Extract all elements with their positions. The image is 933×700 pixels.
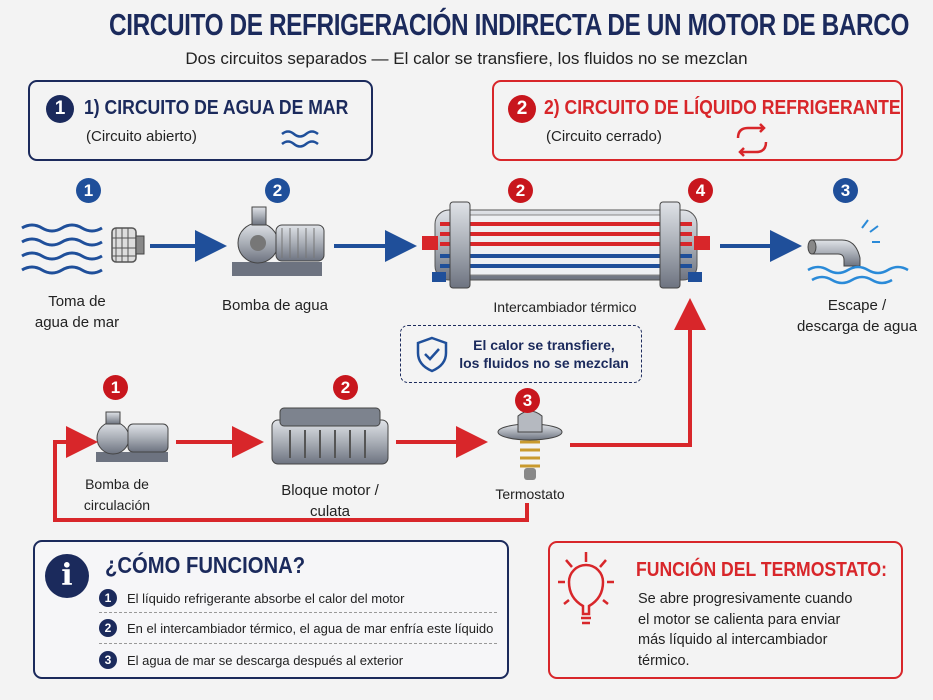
thermostat-function-text: Se abre progresivamente cuando el motor …	[638, 589, 852, 671]
info-icon: i	[45, 554, 89, 598]
text-line: Se abre progresivamente cuando	[638, 591, 853, 607]
note-line: El calor se transfiere,	[473, 337, 615, 353]
text-line: más líquido al intercambiador	[638, 632, 828, 648]
label-water-pump: Bomba de agua	[222, 297, 328, 314]
step-badge: 3	[833, 178, 858, 203]
step-item: 2 En el intercambiador térmico, el agua …	[99, 613, 497, 644]
step-badge: 2	[508, 178, 533, 203]
label-circulation-pump: Bomba de circulación	[57, 474, 177, 516]
label-exhaust: Escape / descarga de agua	[787, 295, 927, 337]
text-line: térmico.	[638, 652, 690, 669]
page-subtitle: Dos circuitos separados — El calor se tr…	[185, 49, 748, 68]
waves-icon	[281, 130, 319, 148]
step-number: 3	[99, 651, 117, 669]
step-number: 2	[99, 619, 117, 637]
coolant-return-line	[53, 426, 529, 522]
step-badge: 2	[265, 178, 290, 203]
step-badge: 2	[333, 375, 358, 400]
label-sea-water-intake: Toma de agua de mar	[17, 291, 137, 333]
exhaust-outlet-icon	[807, 219, 909, 285]
circulation-pump-icon	[96, 411, 169, 462]
label-line: Toma de	[48, 293, 106, 310]
step-text: En el intercambiador térmico, el agua de…	[127, 620, 494, 636]
cycle-arrows-icon	[736, 123, 768, 157]
circuit-badge: 1	[46, 95, 74, 123]
no-mixing-note: El calor se transfiere, los fluidos no s…	[400, 325, 642, 383]
step-item: 3 El agua de mar se descarga después al …	[99, 644, 497, 676]
label-line: descarga de agua	[796, 318, 918, 335]
circuit-subtitle: (Circuito abierto)	[86, 128, 197, 145]
label-line: agua de mar	[34, 314, 120, 331]
note-line: los fluidos no se mezclan	[459, 355, 629, 371]
circuit-badge: 2	[508, 95, 536, 123]
step-badge: 3	[515, 388, 540, 413]
flow-arrow-thermostat-to-exchanger	[570, 298, 706, 447]
thermostat-function-panel: FUNCIÓN DEL TERMOSTATO: Se abre progresi…	[548, 541, 903, 679]
coolant-circuit-box: 2 2) CIRCUITO DE LÍQUIDO REFRIGERANTE (C…	[492, 80, 903, 161]
step-number: 1	[99, 589, 117, 607]
water-pump-icon	[232, 206, 325, 276]
lightbulb-icon	[558, 552, 614, 625]
label-line: Bloque motor /	[281, 482, 379, 499]
circuit-title: 1) CIRCUITO DE AGUA DE MAR	[84, 97, 349, 119]
label-line: circulación	[83, 497, 151, 513]
page-title-container: CIRCUITO DE REFRIGERACIÓN INDIRECTA DE U…	[0, 6, 933, 46]
how-it-works-panel: i ¿CÓMO FUNCIONA? 1 El líquido refrigera…	[33, 540, 509, 679]
step-badge: 1	[103, 375, 128, 400]
label-heat-exchanger: Intercambiador térmico	[493, 299, 637, 315]
how-it-works-title: ¿CÓMO FUNCIONA?	[105, 552, 306, 578]
label-thermostat: Termostato	[495, 486, 565, 502]
step-text: El líquido refrigerante absorbe el calor…	[127, 590, 405, 606]
steps-list: 1 El líquido refrigerante absorbe el cal…	[99, 584, 497, 676]
sea-water-circuit-box: 1 1) CIRCUITO DE AGUA DE MAR (Circuito a…	[28, 80, 373, 161]
label-engine-block: Bloque motor / culata	[255, 480, 405, 522]
circuit-subtitle: (Circuito cerrado)	[546, 128, 662, 145]
page-title: CIRCUITO DE REFRIGERACIÓN INDIRECTA DE U…	[109, 7, 909, 42]
text-line: el motor se calienta para enviar	[638, 611, 841, 628]
step-badge: 4	[688, 178, 713, 203]
step-badge: 1	[76, 178, 101, 203]
thermostat-function-title: FUNCIÓN DEL TERMOSTATO:	[636, 559, 887, 581]
water-intake-icon	[21, 223, 145, 275]
step-item: 1 El líquido refrigerante absorbe el cal…	[99, 584, 497, 613]
label-line: Bomba de	[85, 476, 149, 492]
engine-block-icon	[271, 407, 389, 465]
heat-exchanger-icon	[422, 201, 710, 289]
thermostat-icon	[497, 410, 563, 480]
label-line: Escape /	[827, 297, 887, 314]
label-line: culata	[309, 503, 351, 520]
shield-check-icon	[416, 336, 448, 373]
circuit-title: 2) CIRCUITO DE LÍQUIDO REFRIGERANTE	[544, 97, 901, 119]
step-text: El agua de mar se descarga después al ex…	[127, 652, 404, 668]
